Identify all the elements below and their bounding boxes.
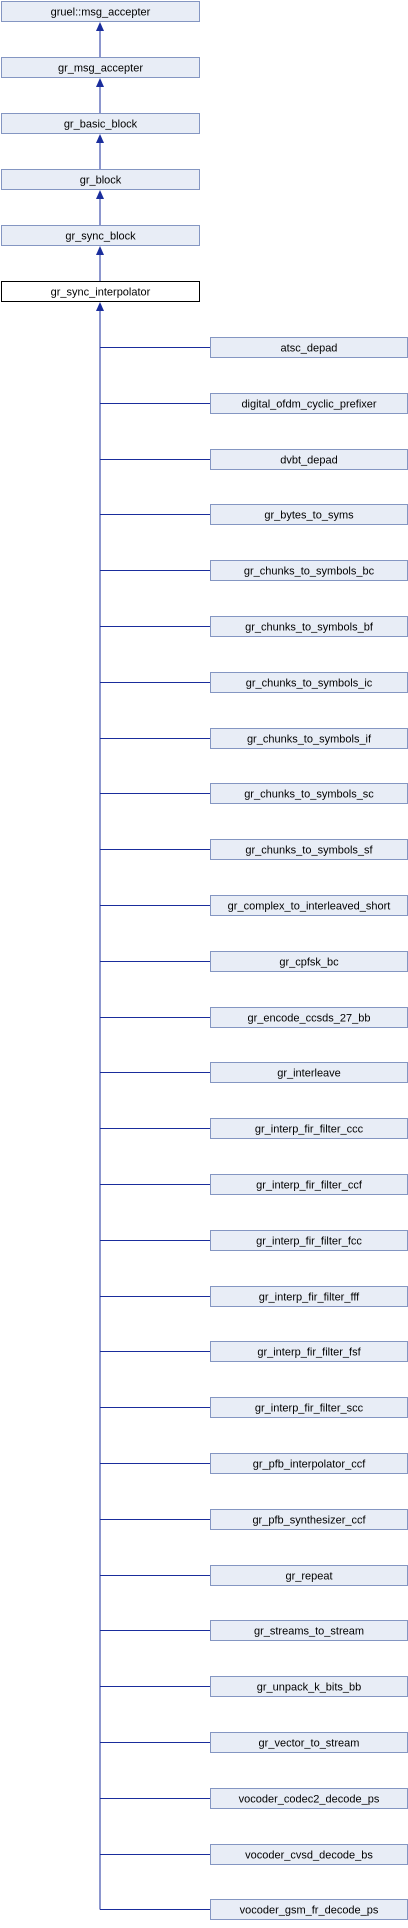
class-node-vocoder-gsm-fr-decode-ps[interactable]: vocoder_gsm_fr_decode_ps [210,1899,408,1920]
class-label: gr_msg_accepter [58,63,143,75]
class-label: gr_repeat [285,1571,332,1583]
class-box [1,1,200,22]
class-label: atsc_depad [281,343,338,355]
class-node-gr-chunks-to-symbols-sf[interactable]: gr_chunks_to_symbols_sf [210,839,408,860]
class-label: gr_vector_to_stream [259,1738,360,1750]
class-label: vocoder_gsm_fr_decode_ps [240,1905,379,1917]
class-box [1,57,200,78]
class-label: gr_chunks_to_symbols_sf [245,845,373,857]
class-label: gr_chunks_to_symbols_if [247,734,372,746]
arrowhead [96,246,104,255]
class-label: gr_chunks_to_symbols_sc [244,789,374,801]
class-label: gr_sync_block [65,231,136,243]
class-node-dvbt-depad[interactable]: dvbt_depad [210,449,408,470]
class-label: gr_interp_fir_filter_fsf [257,1347,361,1359]
class-node-gr-block[interactable]: gr_block [1,169,200,190]
class-node-gr-interp-fir-filter-scc[interactable]: gr_interp_fir_filter_scc [210,1397,408,1418]
class-node-gr-vector-to-stream[interactable]: gr_vector_to_stream [210,1732,408,1753]
class-node-vocoder-codec2-decode-ps[interactable]: vocoder_codec2_decode_ps [210,1788,408,1809]
class-node-gr-repeat[interactable]: gr_repeat [210,1565,408,1586]
class-node-gr-interp-fir-filter-ccc[interactable]: gr_interp_fir_filter_ccc [210,1118,408,1139]
class-node-gr-chunks-to-symbols-sc[interactable]: gr_chunks_to_symbols_sc [210,783,408,804]
arrowhead [96,22,104,31]
class-node-gr-basic-block[interactable]: gr_basic_block [1,113,200,134]
class-node-gr-msg-accepter[interactable]: gr_msg_accepter [1,57,200,78]
class-label: gruel::msg_accepter [51,7,151,19]
class-node-gr-sync-interpolator: gr_sync_interpolator [1,281,200,302]
class-node-gr-interp-fir-filter-fff[interactable]: gr_interp_fir_filter_fff [210,1286,408,1307]
class-label: vocoder_cvsd_decode_bs [245,1850,373,1862]
class-node-gr-streams-to-stream[interactable]: gr_streams_to_stream [210,1620,408,1641]
class-node-gr-pfb-synthesizer-ccf[interactable]: gr_pfb_synthesizer_ccf [210,1509,408,1530]
class-label: gr_bytes_to_syms [264,510,354,522]
class-label: gr_streams_to_stream [254,1626,364,1638]
class-node-gr-chunks-to-symbols-bc[interactable]: gr_chunks_to_symbols_bc [210,560,408,581]
class-node-digital-ofdm-cyclic-prefixer[interactable]: digital_ofdm_cyclic_prefixer [210,393,408,414]
arrowhead [96,302,104,311]
class-label: gr_interp_fir_filter_fff [259,1292,360,1304]
class-node-gr-interleave[interactable]: gr_interleave [210,1062,408,1083]
class-node-gr-chunks-to-symbols-if[interactable]: gr_chunks_to_symbols_if [210,728,408,749]
class-label: gr_interleave [277,1068,341,1080]
class-node-gr-interp-fir-filter-fcc[interactable]: gr_interp_fir_filter_fcc [210,1230,408,1251]
class-label: gr_block [80,175,122,187]
class-label: gr_cpfsk_bc [279,957,339,969]
class-node-atsc-depad[interactable]: atsc_depad [210,337,408,358]
class-label: gr_pfb_synthesizer_ccf [252,1515,366,1527]
class-node-gr-chunks-to-symbols-ic[interactable]: gr_chunks_to_symbols_ic [210,672,408,693]
class-label: gr_unpack_k_bits_bb [257,1682,362,1694]
edges [96,22,211,1910]
arrowhead [96,134,104,143]
class-node-gr-unpack-k-bits-bb[interactable]: gr_unpack_k_bits_bb [210,1676,408,1697]
arrowhead [96,190,104,199]
class-label: gr_pfb_interpolator_ccf [253,1459,366,1471]
class-label: gr_interp_fir_filter_ccf [256,1180,363,1192]
arrowhead [96,78,104,87]
class-label: gr_chunks_to_symbols_ic [246,678,373,690]
class-label: gr_interp_fir_filter_scc [255,1403,364,1415]
class-node-gr-bytes-to-syms[interactable]: gr_bytes_to_syms [210,504,408,525]
class-label: vocoder_codec2_decode_ps [239,1794,380,1806]
class-box [1,169,200,190]
class-node-gr-encode-ccsds-27-bb[interactable]: gr_encode_ccsds_27_bb [210,1007,408,1028]
class-node-gruel-msg-accepter[interactable]: gruel::msg_accepter [1,1,200,22]
class-label: gr_chunks_to_symbols_bf [245,622,374,634]
class-label: gr_encode_ccsds_27_bb [248,1013,371,1025]
class-node-gr-interp-fir-filter-fsf[interactable]: gr_interp_fir_filter_fsf [210,1341,408,1362]
class-label: gr_interp_fir_filter_fcc [256,1236,362,1248]
class-node-gr-sync-block[interactable]: gr_sync_block [1,225,200,246]
class-node-vocoder-cvsd-decode-bs[interactable]: vocoder_cvsd_decode_bs [210,1844,408,1865]
class-label: digital_ofdm_cyclic_prefixer [241,399,376,411]
class-box [1,113,200,134]
class-label: gr_complex_to_interleaved_short [228,901,391,913]
class-node-gr-cpfsk-bc[interactable]: gr_cpfsk_bc [210,951,408,972]
class-node-gr-complex-to-interleaved-short[interactable]: gr_complex_to_interleaved_short [210,895,408,916]
class-label: dvbt_depad [280,455,338,467]
class-node-gr-interp-fir-filter-ccf[interactable]: gr_interp_fir_filter_ccf [210,1174,408,1195]
class-label: gr_sync_interpolator [51,287,151,299]
class-label: gr_basic_block [64,119,138,131]
class-node-gr-chunks-to-symbols-bf[interactable]: gr_chunks_to_symbols_bf [210,616,408,637]
class-label: gr_chunks_to_symbols_bc [244,566,375,578]
class-label: gr_interp_fir_filter_ccc [255,1124,364,1136]
class-box [1,281,200,302]
class-box [1,225,200,246]
class-node-gr-pfb-interpolator-ccf[interactable]: gr_pfb_interpolator_ccf [210,1453,408,1474]
